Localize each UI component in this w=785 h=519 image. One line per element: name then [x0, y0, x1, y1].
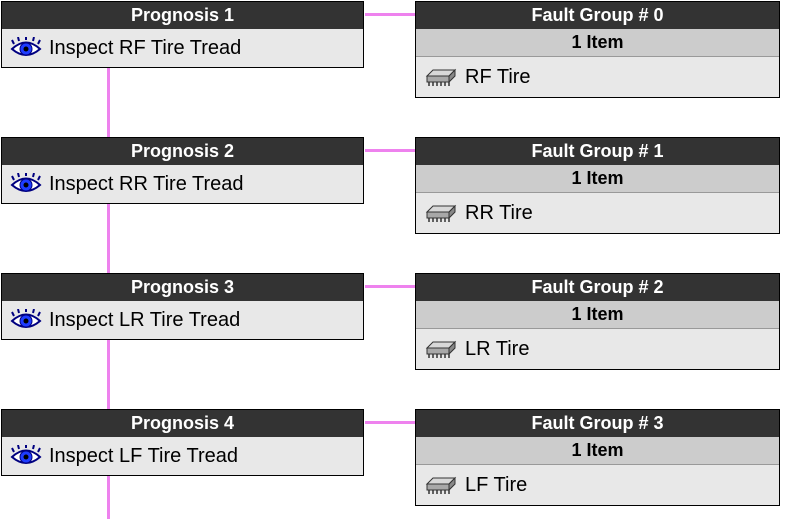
connector-vertical-3-4 — [107, 340, 110, 410]
fault-group-node-3[interactable]: Fault Group # 3 1 Item LF Tire — [415, 409, 780, 506]
fault-group-item-label: RF Tire — [465, 65, 531, 88]
prognosis-title: Prognosis 2 — [2, 138, 363, 165]
fault-group-item-label: LR Tire — [465, 337, 530, 360]
fault-group-item-row[interactable]: RF Tire — [416, 57, 779, 97]
fault-group-count: 1 Item — [416, 29, 779, 57]
fault-group-node-0[interactable]: Fault Group # 0 1 Item RF Tire — [415, 1, 780, 98]
fault-group-count: 1 Item — [416, 165, 779, 193]
chip-icon — [425, 204, 457, 222]
fault-group-title: Fault Group # 3 — [416, 410, 779, 437]
fault-group-count: 1 Item — [416, 437, 779, 465]
connector-vertical-1-2 — [107, 68, 110, 138]
fault-group-item-label: LF Tire — [465, 473, 528, 496]
connector-horizontal-2 — [365, 149, 415, 152]
connector-vertical-2-3 — [107, 204, 110, 274]
prognosis-action-row[interactable]: Inspect RF Tire Tread — [2, 29, 363, 67]
connector-horizontal-1 — [365, 13, 415, 16]
fault-group-title: Fault Group # 2 — [416, 274, 779, 301]
eye-icon — [10, 173, 42, 192]
connector-horizontal-4 — [365, 421, 415, 424]
prognosis-title: Prognosis 3 — [2, 274, 363, 301]
prognosis-node-4[interactable]: Prognosis 4 Inspect LF Tire Tread — [1, 409, 364, 476]
fault-group-node-1[interactable]: Fault Group # 1 1 Item RR Tire — [415, 137, 780, 234]
fault-group-title: Fault Group # 1 — [416, 138, 779, 165]
prognosis-action-row[interactable]: Inspect LR Tire Tread — [2, 301, 363, 339]
eye-icon — [10, 37, 42, 56]
fault-group-node-2[interactable]: Fault Group # 2 1 Item LR Tire — [415, 273, 780, 370]
connector-horizontal-3 — [365, 285, 415, 288]
chip-icon — [425, 476, 457, 494]
fault-group-item-label: RR Tire — [465, 201, 533, 224]
fault-group-item-row[interactable]: RR Tire — [416, 193, 779, 233]
chip-icon — [425, 340, 457, 358]
chip-icon — [425, 68, 457, 86]
fault-group-item-row[interactable]: LR Tire — [416, 329, 779, 369]
eye-icon — [10, 309, 42, 328]
prognosis-title: Prognosis 1 — [2, 2, 363, 29]
prognosis-action-label: Inspect RR Tire Tread — [49, 172, 244, 195]
prognosis-action-row[interactable]: Inspect RR Tire Tread — [2, 165, 363, 203]
fault-group-count: 1 Item — [416, 301, 779, 329]
prognosis-action-row[interactable]: Inspect LF Tire Tread — [2, 437, 363, 475]
eye-icon — [10, 445, 42, 464]
prognosis-node-2[interactable]: Prognosis 2 Inspect RR Tire Tread — [1, 137, 364, 204]
prognosis-action-label: Inspect RF Tire Tread — [49, 36, 242, 59]
prognosis-action-label: Inspect LF Tire Tread — [49, 444, 238, 467]
prognosis-action-label: Inspect LR Tire Tread — [49, 308, 241, 331]
prognosis-title: Prognosis 4 — [2, 410, 363, 437]
prognosis-node-3[interactable]: Prognosis 3 Inspect LR Tire Tread — [1, 273, 364, 340]
prognosis-node-1[interactable]: Prognosis 1 Inspect RF Tire Tread — [1, 1, 364, 68]
connector-vertical-4-next — [107, 476, 110, 519]
fault-group-title: Fault Group # 0 — [416, 2, 779, 29]
fault-group-item-row[interactable]: LF Tire — [416, 465, 779, 505]
